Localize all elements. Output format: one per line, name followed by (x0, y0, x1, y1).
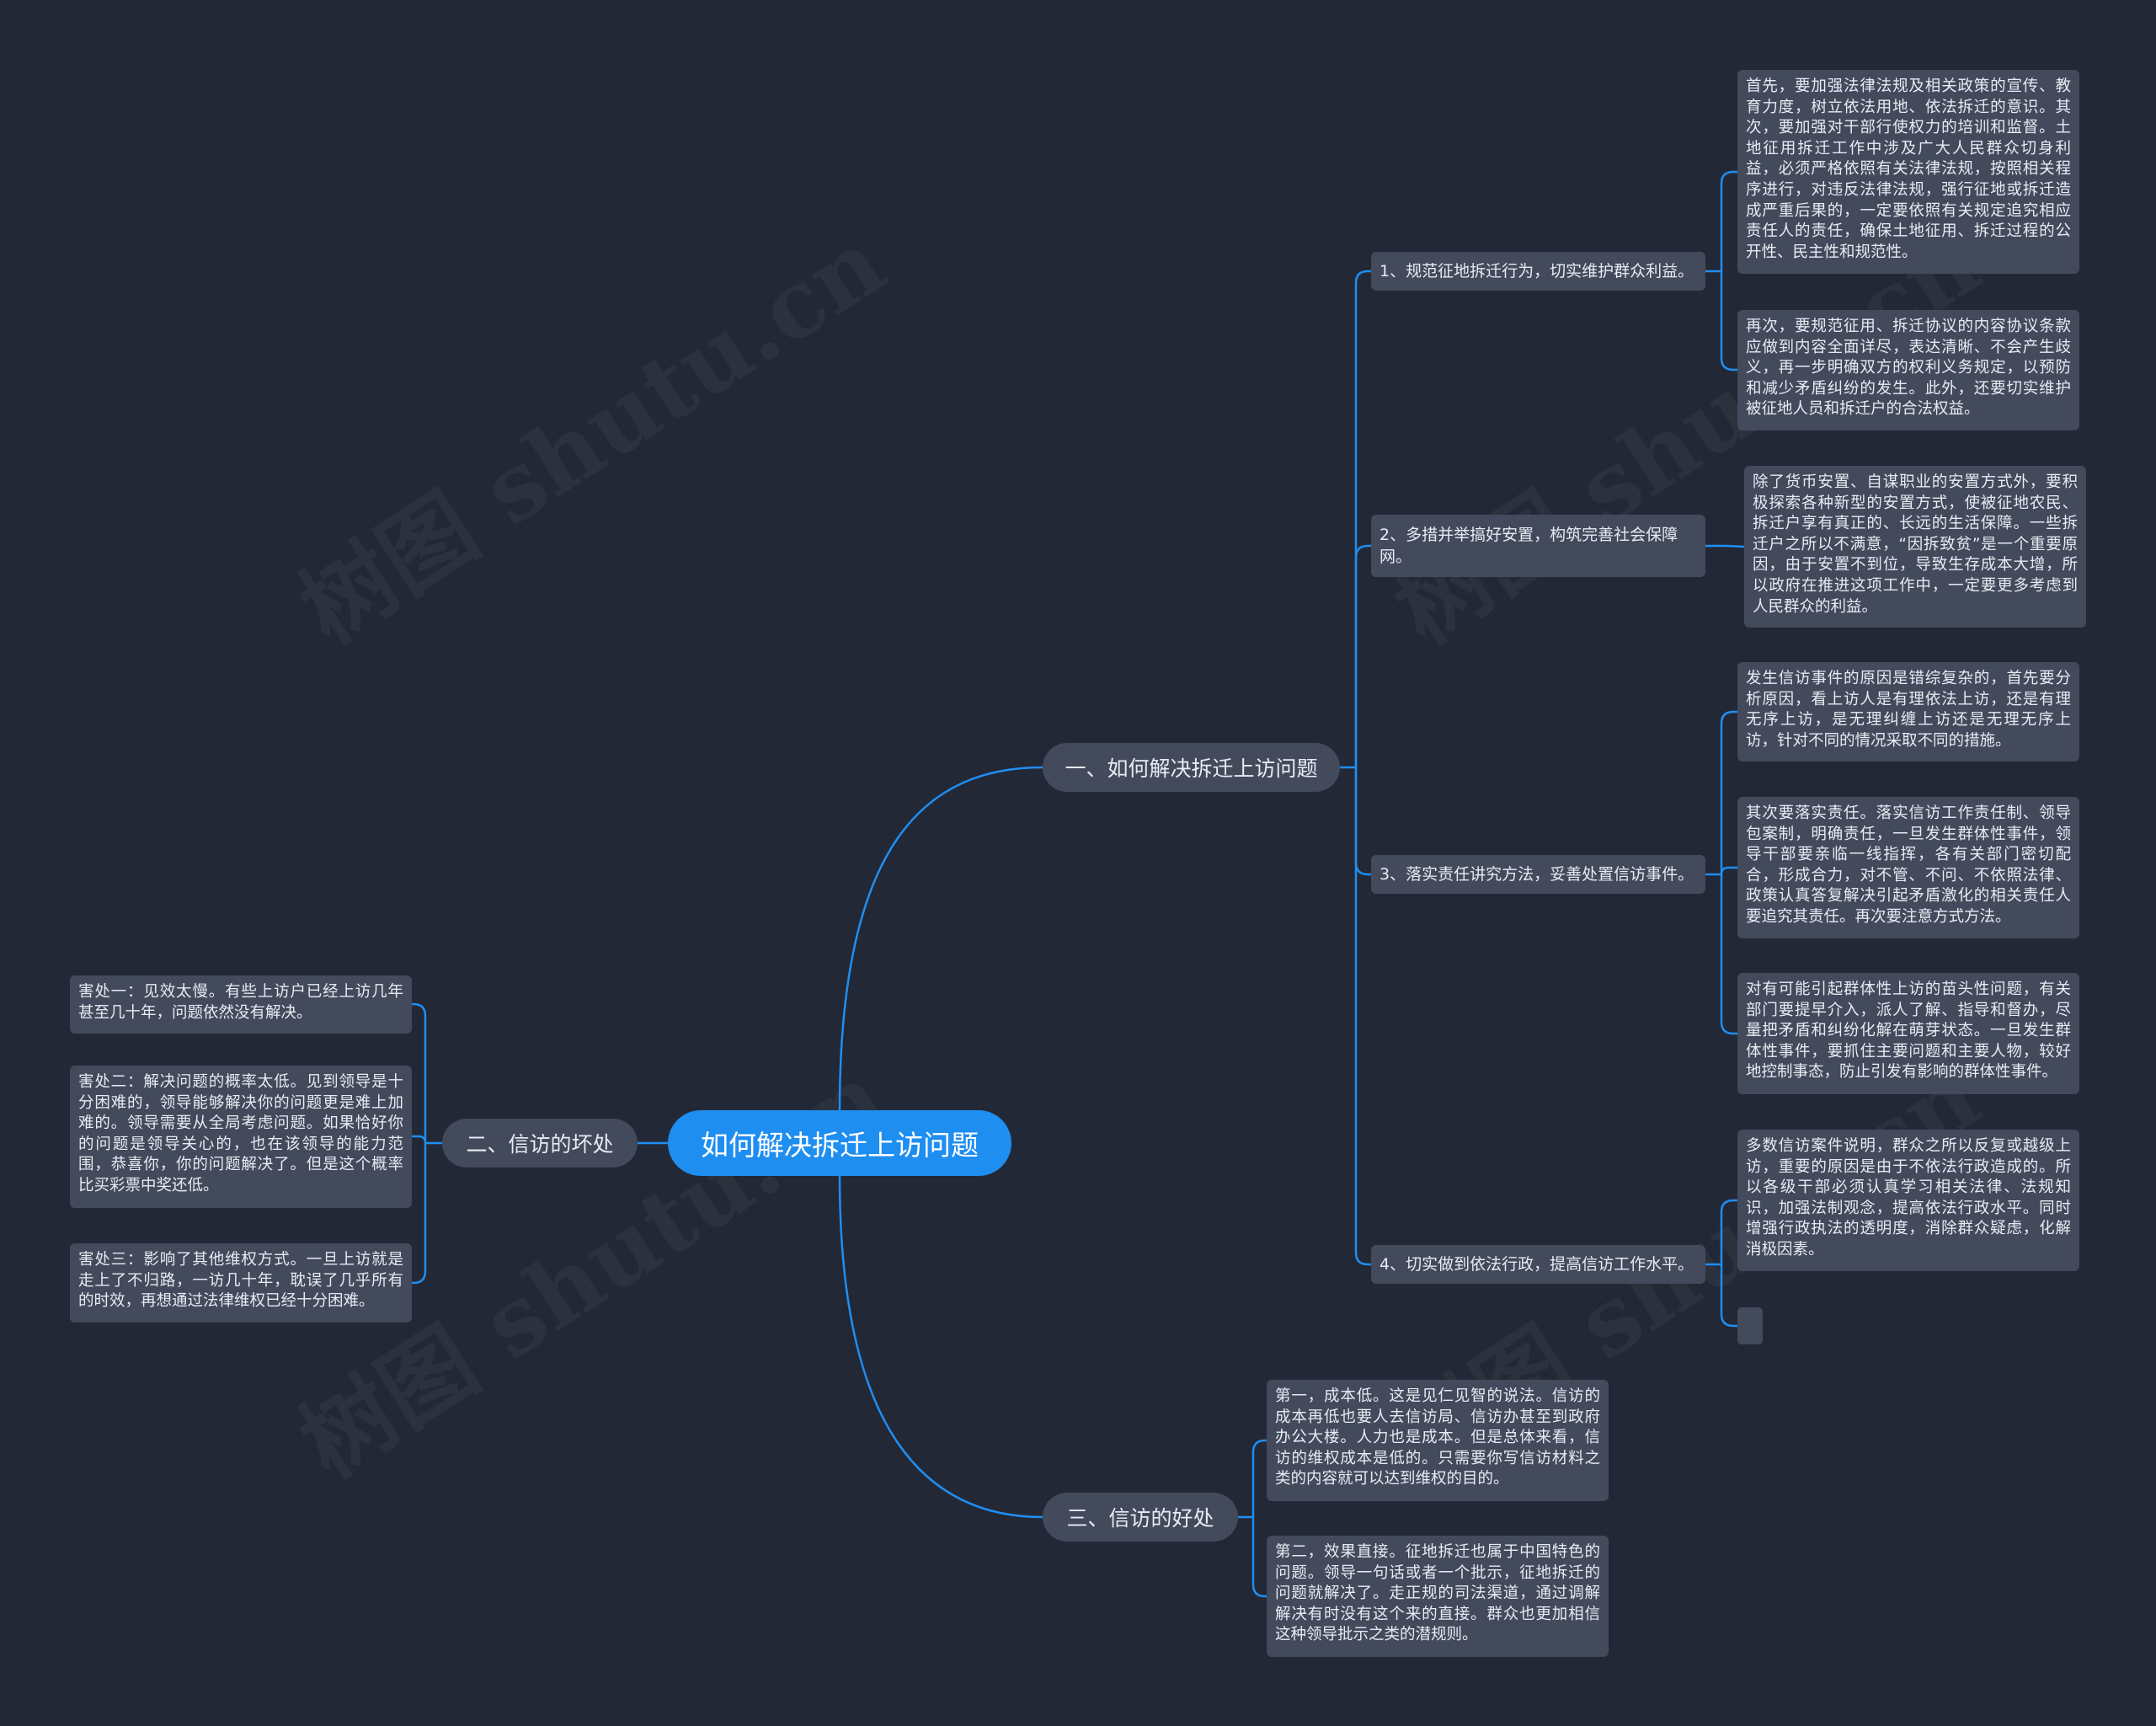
subtopic-lawful-administration[interactable]: 4、切实做到依法行政，提高信访工作水平。 (1371, 1245, 1705, 1284)
leaf-empty[interactable] (1737, 1307, 1763, 1344)
connector-branch2-0 (412, 1002, 427, 1143)
connector-root-branch1 (838, 766, 1043, 1111)
connector-root-branch3 (838, 1175, 1043, 1519)
connector-branch2-2 (412, 1143, 427, 1285)
leaf-note[interactable]: 首先，要加强法律法规及相关政策的宣传、教育力度，树立依法用地、依法拆迁的意识。其… (1737, 70, 2079, 274)
connector-branch1-2 (1354, 767, 1371, 876)
subtopic-resettlement[interactable]: 2、多措并举搞好安置，构筑完善社会保障网。 (1371, 515, 1705, 577)
leaf-note[interactable]: 对有可能引起群体性上访的苗头性问题，有关部门要提早介入，派人了解、指导和督办，尽… (1737, 973, 2079, 1094)
subtopic-responsibility[interactable]: 3、落实责任讲究方法，妥善处置信访事件。 (1371, 855, 1705, 894)
connector-sub1-0 (1720, 170, 1737, 271)
leaf-note[interactable]: 除了货币安置、自谋职业的安置方式外，要积极探索各种新型的安置方式，使被征地农民、… (1744, 466, 2086, 628)
connector-sub3-1 (1720, 866, 1737, 875)
leaf-note[interactable]: 第二，效果直接。征地拆迁也属于中国特色的问题。领导一句话或者一个批示，征地拆迁的… (1267, 1536, 1609, 1657)
connector-branch1-0 (1354, 270, 1371, 767)
connector-branch1-3 (1354, 767, 1371, 1266)
branch-disadvantages[interactable]: 二、信访的坏处 (442, 1119, 638, 1168)
connector-sub3-2 (1720, 874, 1737, 1035)
connector-branch3-0 (1251, 1439, 1267, 1517)
connector-branch3-1 (1251, 1517, 1267, 1598)
leaf-note[interactable]: 再次，要规范征用、拆迁协议的内容协议条款应做到内容全面详尽，表达清晰、不会产生歧… (1737, 310, 2079, 430)
connector-sub2-0 (1726, 544, 1745, 548)
connector-branch1-1 (1354, 544, 1371, 767)
leaf-note[interactable]: 发生信访事件的原因是错综复杂的，首先要分析原因，看上访人是有理依法上访，还是有理… (1737, 662, 2079, 761)
branch-advantages[interactable]: 三、信访的好处 (1043, 1493, 1238, 1542)
connector-sub4-1 (1720, 1264, 1737, 1328)
leaf-note[interactable]: 多数信访案件说明，群众之所以反复或越级上访，重要的原因是由于不依法行政造成的。所… (1737, 1130, 2079, 1271)
branch-how-to-solve[interactable]: 一、如何解决拆迁上访问题 (1043, 743, 1340, 792)
connector-sub1-1 (1720, 271, 1737, 371)
connector-sub3-0 (1720, 710, 1737, 874)
connector-branch2-1 (412, 1135, 427, 1144)
connector-sub4-0 (1720, 1199, 1737, 1264)
subtopic-regulate-demolition[interactable]: 1、规范征地拆迁行为，切实维护群众利益。 (1371, 252, 1705, 291)
leaf-note[interactable]: 害处一：见效太慢。有些上访户已经上访几年甚至几十年，问题依然没有解决。 (70, 975, 412, 1034)
leaf-note[interactable]: 第一，成本低。这是见仁见智的说法。信访的成本再低也要人去信访局、信访办甚至到政府… (1267, 1380, 1609, 1501)
leaf-note[interactable]: 害处三：影响了其他维权方式。一旦上访就是走上了不归路，一访几十年，耽误了几乎所有… (70, 1243, 412, 1323)
root-topic[interactable]: 如何解决拆迁上访问题 (668, 1110, 1011, 1176)
leaf-note[interactable]: 害处二：解决问题的概率太低。见到领导是十分困难的，领导能够解决你的问题更是难上加… (70, 1066, 412, 1208)
leaf-note[interactable]: 其次要落实责任。落实信访工作责任制、领导包案制，明确责任，一旦发生群体性事件，领… (1737, 797, 2079, 938)
